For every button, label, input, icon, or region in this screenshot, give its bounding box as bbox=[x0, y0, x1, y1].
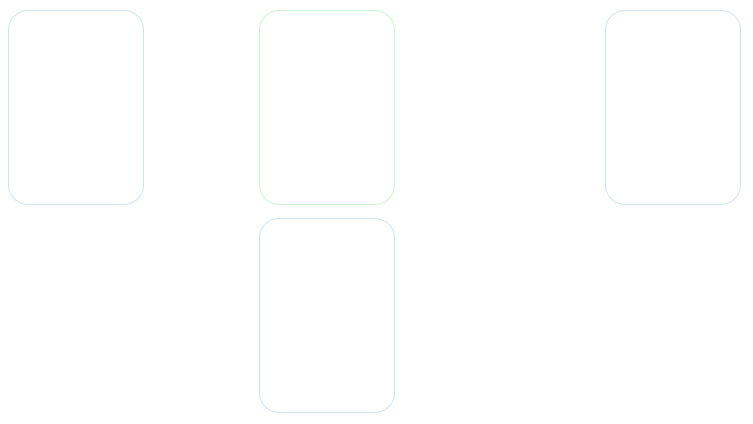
card-slot-selected[interactable] bbox=[259, 10, 395, 205]
card-slot[interactable] bbox=[605, 10, 741, 205]
card-slot[interactable] bbox=[259, 218, 395, 413]
card-slot[interactable] bbox=[8, 10, 144, 205]
